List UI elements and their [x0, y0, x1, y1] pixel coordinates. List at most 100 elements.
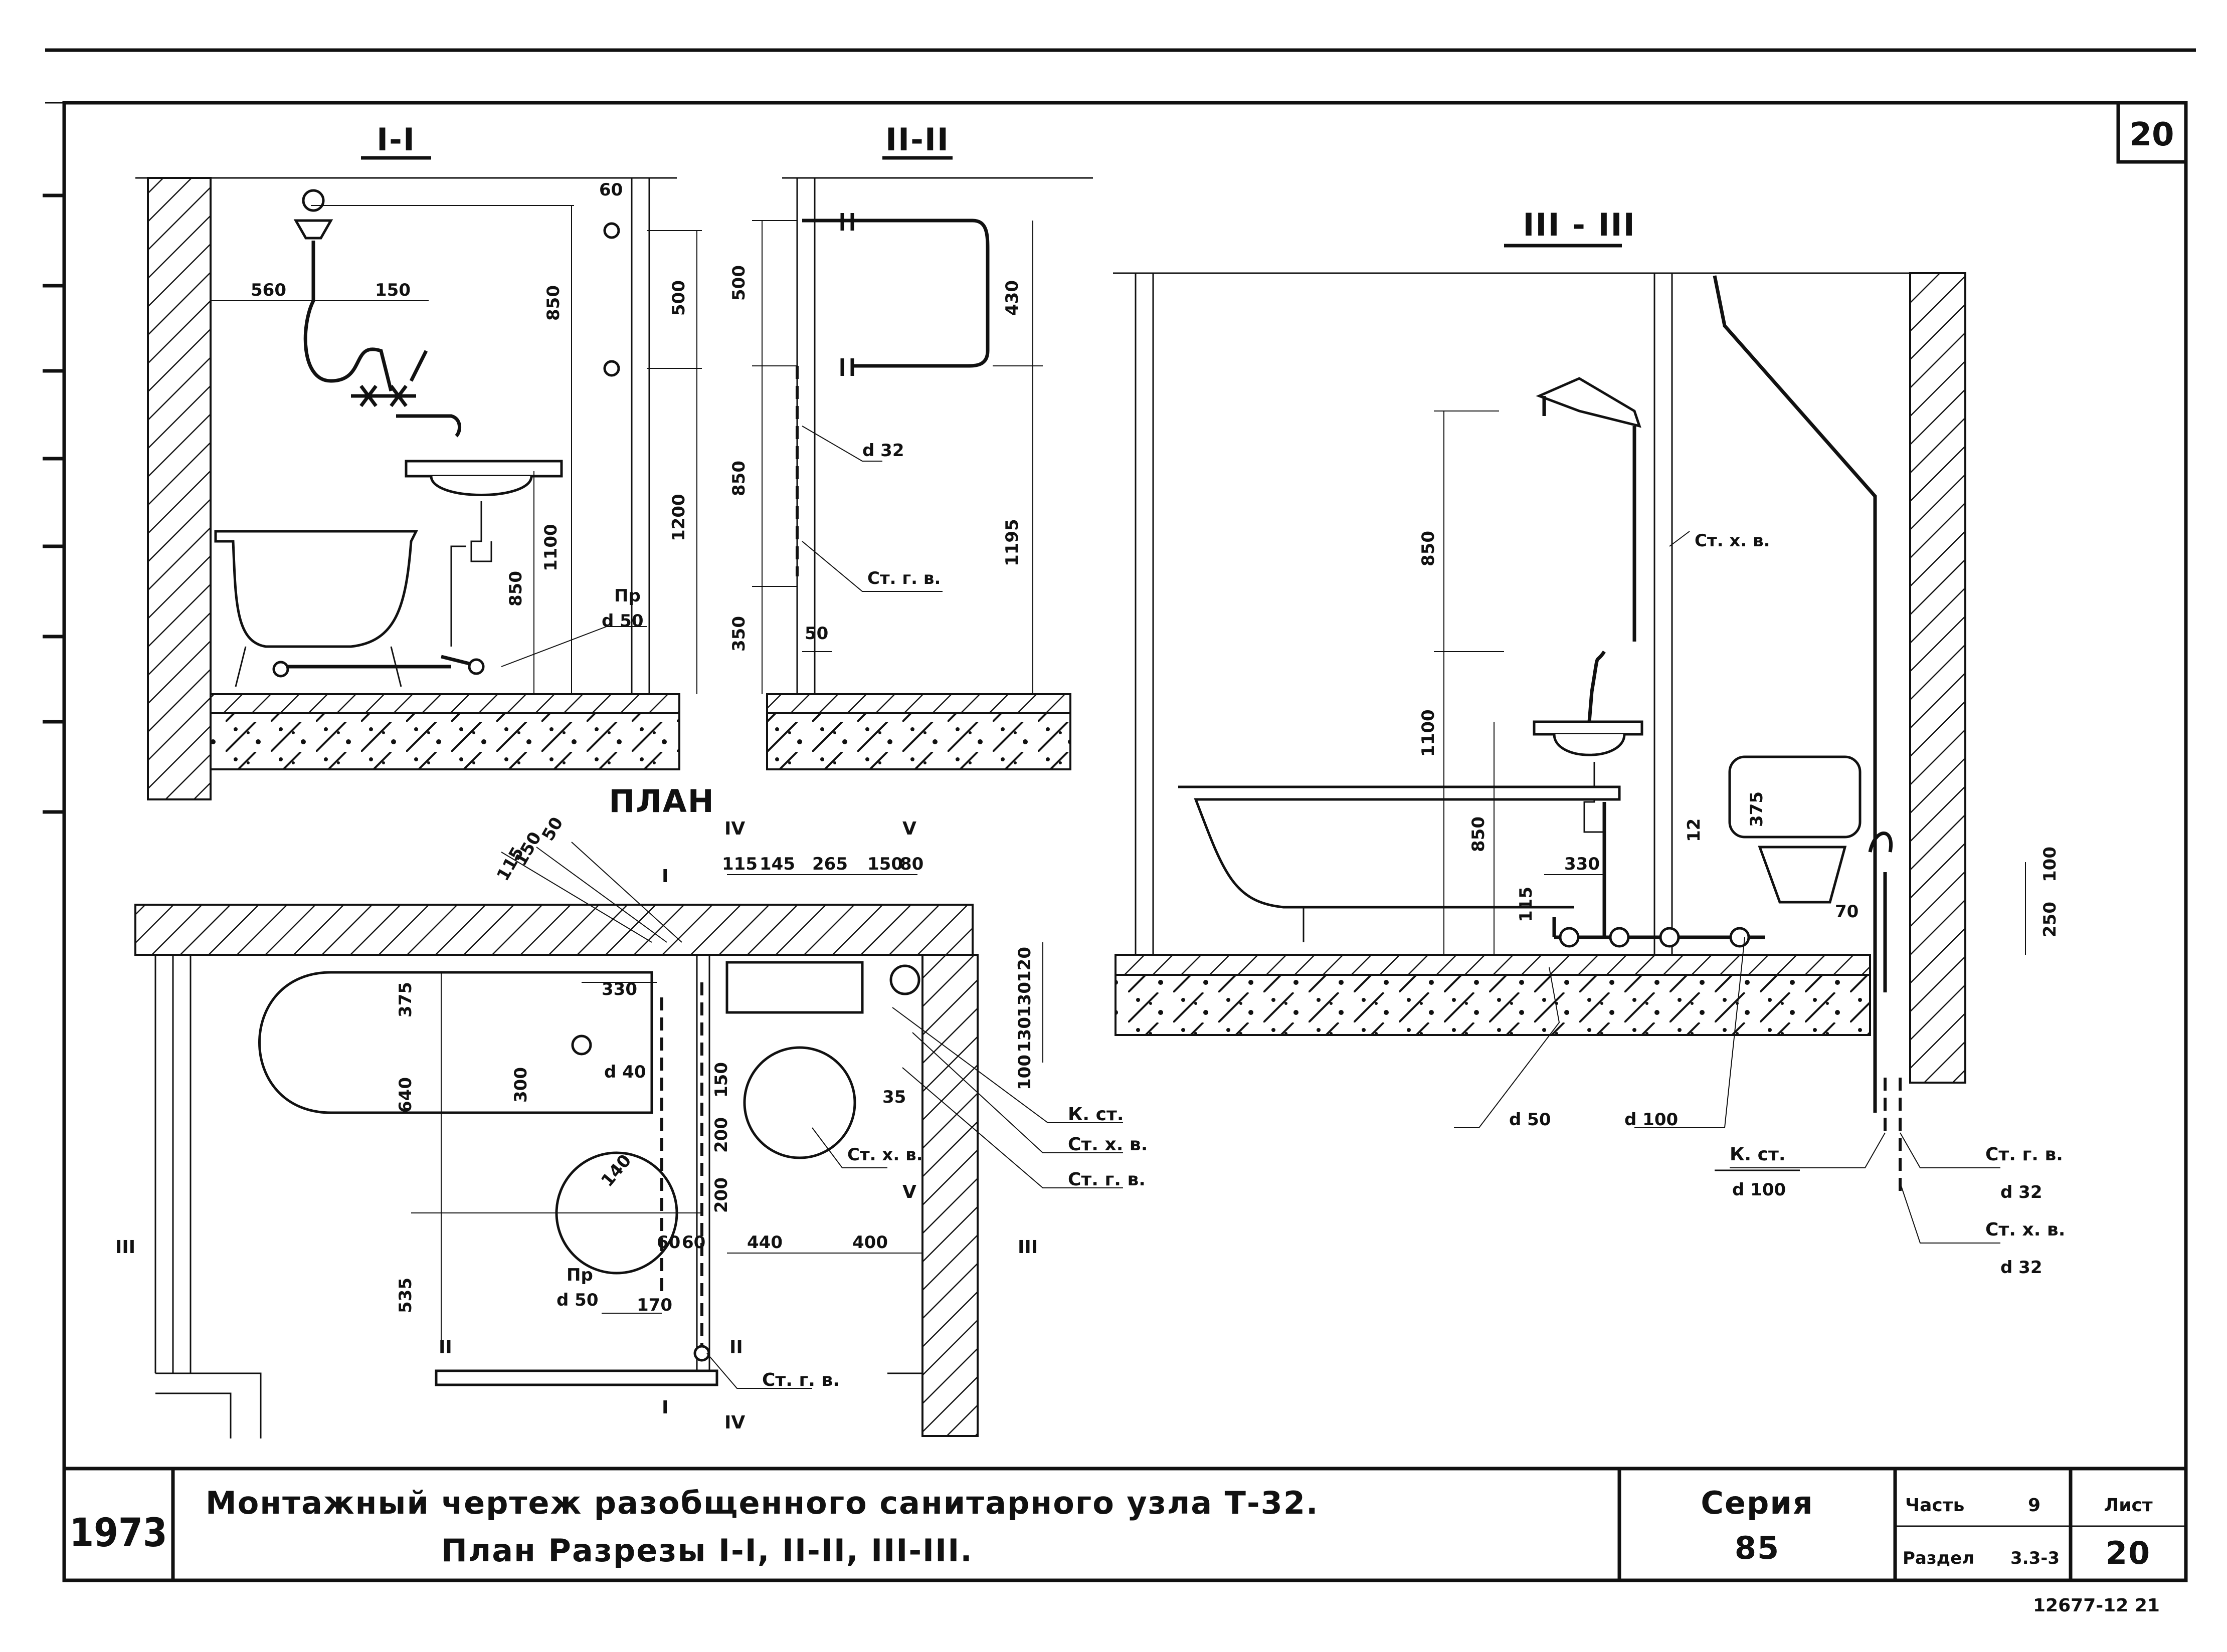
washbasin-3-icon	[1553, 734, 1626, 756]
towel-dryer-icon	[802, 219, 990, 368]
svg-text:50: 50	[805, 624, 828, 644]
binding-ticks	[43, 193, 64, 814]
svg-text:К. ст.: К. ст.	[1730, 1144, 1786, 1165]
svg-text:d 50: d 50	[602, 611, 644, 631]
valve-lower-icon	[603, 360, 620, 377]
svg-text:115: 115	[1516, 887, 1536, 922]
svg-text:12: 12	[1684, 818, 1704, 842]
svg-text:850: 850	[729, 461, 749, 496]
svg-text:II: II	[439, 1337, 452, 1358]
svg-text:560: 560	[251, 280, 286, 300]
svg-text:III: III	[1018, 1237, 1038, 1258]
svg-text:Ст. х. в.: Ст. х. в.	[847, 1145, 923, 1165]
svg-text:Ст. х. в.: Ст. х. в.	[1068, 1134, 1148, 1155]
svg-text:60: 60	[682, 1232, 705, 1253]
chast-label: Часть	[1905, 1495, 1964, 1516]
svg-text:640: 640	[396, 1077, 416, 1113]
svg-text:120: 120	[1015, 947, 1035, 982]
svg-text:К. ст.: К. ст.	[1068, 1104, 1124, 1125]
svg-text:V: V	[902, 818, 916, 839]
svg-text:100: 100	[1015, 1055, 1035, 1090]
section-1: I-I 60 560 15	[135, 121, 702, 800]
section-2-title: II-II	[885, 121, 950, 158]
bathtub-3-icon	[1178, 785, 1621, 909]
svg-text:500: 500	[729, 265, 749, 301]
valve-upper-icon	[603, 222, 620, 239]
svg-text:1100: 1100	[1418, 709, 1438, 757]
svg-text:170: 170	[637, 1295, 672, 1315]
svg-text:Пр: Пр	[614, 586, 641, 606]
plan: ПЛАН 115 150 50 115	[115, 783, 1148, 1438]
svg-text:440: 440	[747, 1232, 783, 1253]
plan-wall-top	[134, 904, 974, 956]
year: 1973	[69, 1511, 167, 1556]
wall-left	[147, 177, 212, 800]
wall-right	[1909, 272, 1966, 1084]
shower-head-icon	[293, 219, 333, 240]
mixer-icon	[351, 384, 416, 407]
title-line-2: План Разрезы I-I, II-II, III-III.	[441, 1532, 973, 1569]
svg-text:60: 60	[599, 180, 623, 200]
section-marks: I I IV IV V V II II III III	[115, 818, 1038, 1433]
bathtub-icon	[214, 530, 419, 648]
svg-text:70: 70	[1835, 902, 1859, 922]
plan-wall-right	[921, 954, 979, 1437]
svg-text:d 40: d 40	[604, 1062, 646, 1082]
svg-text:400: 400	[852, 1232, 888, 1253]
floor-finish	[210, 693, 680, 714]
svg-text:d 32: d 32	[2000, 1258, 2043, 1278]
seria-value: 85	[1735, 1530, 1780, 1566]
svg-text:1200: 1200	[669, 494, 689, 541]
svg-text:150: 150	[711, 1062, 731, 1098]
title-block: 1973 Монтажный чертеж разобщенного санит…	[64, 1467, 2186, 1580]
svg-text:d 100: d 100	[1624, 1110, 1678, 1130]
svg-text:60: 60	[657, 1232, 680, 1253]
washbasin-icon	[430, 476, 533, 496]
section-3: III - III	[1113, 207, 2065, 1278]
svg-text:IV: IV	[724, 1412, 745, 1433]
svg-text:150: 150	[867, 854, 903, 874]
svg-text:130: 130	[1015, 982, 1035, 1017]
razdel-value: 3.3-3	[2010, 1548, 2060, 1568]
svg-text:III: III	[115, 1237, 135, 1258]
svg-text:150: 150	[375, 280, 411, 300]
svg-text:Ст. г. в.: Ст. г. в.	[1068, 1169, 1146, 1190]
svg-text:145: 145	[760, 854, 795, 874]
svg-text:200: 200	[711, 1177, 731, 1213]
svg-text:375: 375	[396, 982, 416, 1017]
section-3-title: III - III	[1523, 207, 1635, 243]
plan-bathtub-icon	[258, 971, 653, 1114]
section-2: II-II 500 430 850 1195 350 50 d 32 Ст. г…	[729, 121, 1093, 770]
svg-text:850: 850	[506, 571, 526, 606]
sheet-code: 12677-12 21	[2033, 1595, 2160, 1616]
svg-text:d 32: d 32	[2000, 1182, 2043, 1202]
list-value: 20	[2106, 1535, 2151, 1571]
seria-label: Серия	[1701, 1485, 1813, 1521]
svg-text:265: 265	[812, 854, 848, 874]
svg-text:1195: 1195	[1002, 519, 1022, 566]
svg-text:850: 850	[1418, 531, 1438, 566]
title-line-1: Монтажный чертеж разобщенного санитарног…	[206, 1485, 1319, 1521]
svg-text:850: 850	[543, 285, 564, 321]
razdel-label: Раздел	[1903, 1548, 1974, 1568]
svg-text:1100: 1100	[541, 524, 561, 571]
svg-text:375: 375	[1747, 791, 1767, 827]
sheet-frame	[62, 101, 2188, 1582]
svg-text:80: 80	[900, 854, 923, 874]
svg-text:I: I	[662, 866, 668, 887]
section-1-title: I-I	[377, 121, 416, 158]
chast-value: 9	[2028, 1495, 2040, 1516]
svg-text:535: 535	[396, 1278, 416, 1313]
svg-text:d 50: d 50	[556, 1290, 599, 1310]
svg-text:Ст. х. в.: Ст. х. в.	[1985, 1219, 2065, 1240]
plan-title: ПЛАН	[609, 783, 714, 819]
vent-pipe	[1713, 275, 1877, 1113]
svg-text:Ст. г. в.: Ст. г. в.	[1985, 1144, 2063, 1165]
plan-cistern-icon	[725, 961, 864, 1014]
shower-valve-icon	[302, 189, 325, 212]
svg-text:IV: IV	[724, 818, 745, 839]
shower-head-3-icon	[1536, 377, 1641, 428]
svg-text:Ст. х. в.: Ст. х. в.	[1695, 531, 1770, 551]
svg-text:250: 250	[2040, 902, 2060, 937]
